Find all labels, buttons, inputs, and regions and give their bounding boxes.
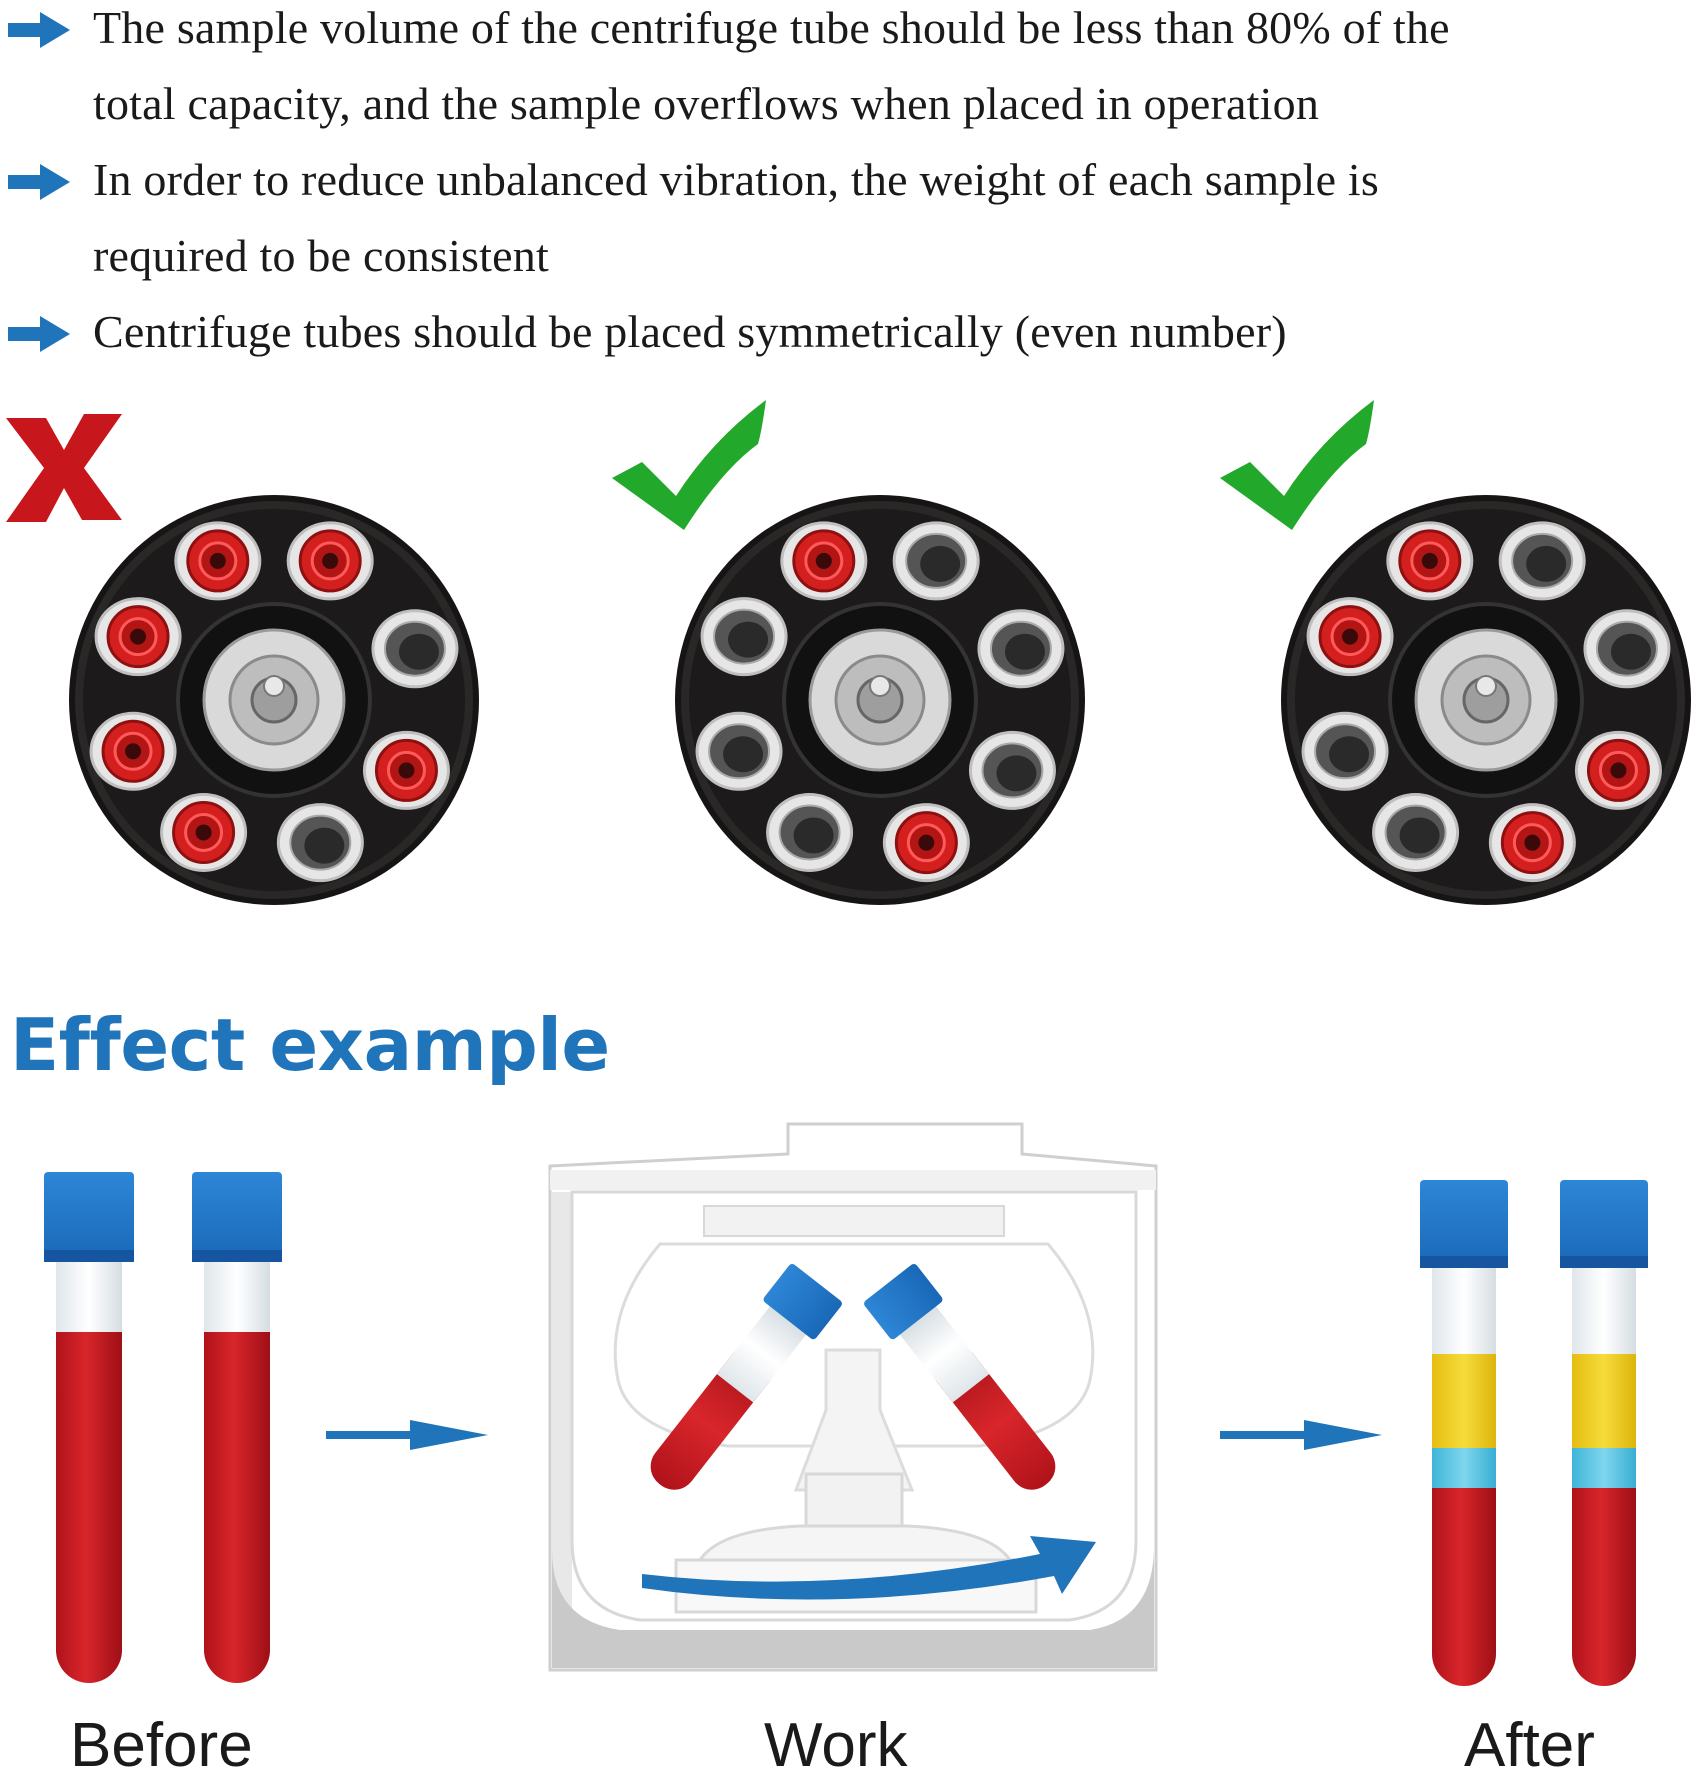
rotor-slot-loaded	[94, 597, 182, 677]
rotor-slot-empty	[1372, 792, 1460, 872]
arrow-right-icon	[326, 1420, 488, 1450]
instruction-text: In order to reduce unbalanced vibration,…	[93, 142, 1673, 294]
rotor-slot-loaded	[1488, 803, 1576, 883]
rotor-slot-empty	[371, 609, 459, 689]
stage-label-before: Before	[70, 1711, 253, 1780]
rotor-slot-loaded	[286, 521, 374, 601]
rotor-slot-loaded	[160, 792, 248, 872]
rotor-slot-loaded	[1306, 597, 1394, 677]
instruction-line: Centrifuge tubes should be placed symmet…	[93, 306, 1287, 357]
rotor-slot-loaded	[882, 803, 970, 883]
after-tube	[1420, 1180, 1508, 1686]
rotor-slot-empty	[892, 521, 980, 601]
after-tube	[1560, 1180, 1648, 1686]
instruction-line: required to be consistent	[93, 230, 549, 281]
cross-icon	[6, 414, 122, 522]
rotor-correct-four	[1281, 495, 1691, 905]
rotor-incorrect	[69, 495, 479, 905]
centrifuge-machine	[548, 1122, 1158, 1672]
rotor-slot-loaded	[1386, 521, 1474, 601]
rotor-slot-loaded	[1574, 730, 1662, 810]
effect-illustration	[44, 1122, 1648, 1686]
rotor-slot-empty	[1583, 609, 1671, 689]
rotor-slot-empty	[695, 711, 783, 791]
rotor-slot-empty	[276, 803, 364, 883]
instruction-text: The sample volume of the centrifuge tube…	[93, 0, 1673, 142]
before-tube	[44, 1172, 134, 1683]
rotor-slot-loaded	[362, 730, 450, 810]
arrow-right-icon	[8, 164, 70, 200]
check-icon	[1220, 400, 1374, 530]
rotor-slot-empty	[766, 792, 854, 872]
effect-diagram	[0, 1110, 1703, 1780]
check-icon	[612, 400, 766, 530]
stage-label-after: After	[1464, 1711, 1595, 1780]
before-tube	[192, 1172, 282, 1683]
arrow-right-icon	[8, 12, 70, 48]
rotor-slot-loaded	[89, 711, 177, 791]
rotor-slot-loaded	[174, 521, 262, 601]
rotor-slot-empty	[968, 730, 1056, 810]
instruction-line: total capacity, and the sample overflows…	[93, 78, 1320, 129]
arrow-right-icon	[8, 316, 70, 352]
rotor-correct-two	[675, 495, 1085, 905]
rotor-slot-empty	[1301, 711, 1389, 791]
rotor-slot-empty	[1498, 521, 1586, 601]
instruction-text: Centrifuge tubes should be placed symmet…	[93, 294, 1673, 370]
effect-title: Effect example	[10, 1003, 610, 1087]
arrow-right-icon	[1220, 1420, 1382, 1450]
rotor-slot-loaded	[780, 521, 868, 601]
instruction-line: In order to reduce unbalanced vibration,…	[93, 154, 1379, 205]
rotor-comparison	[0, 390, 1703, 930]
instruction-line: The sample volume of the centrifuge tube…	[93, 2, 1450, 53]
rotor-slot-empty	[700, 597, 788, 677]
rotor-slot-empty	[977, 609, 1065, 689]
stage-label-work: Work	[764, 1711, 908, 1780]
